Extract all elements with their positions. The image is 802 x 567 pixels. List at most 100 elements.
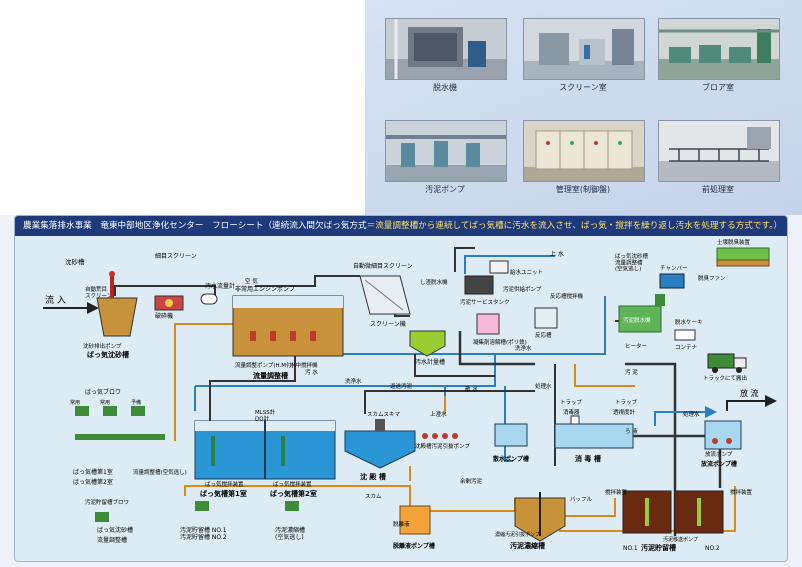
label-deodorizing-fan: 脱臭ファン	[698, 274, 726, 282]
photo-caption: 管理室(制御盤)	[555, 185, 611, 194]
sewage-meter-tank	[409, 330, 446, 357]
label-sludge-feed-pump: 汚泥供給ポンプ	[503, 285, 542, 293]
label-standby-2: 常用	[100, 399, 110, 406]
label-flocculant-tank: 凝集剤溶解槽(ポリ鉄)	[473, 338, 527, 346]
label-scum-skimmer: スカムスキマ	[367, 411, 401, 418]
sprinkler-pump-tank	[494, 423, 528, 447]
photo-caption: 汚泥ポンプ	[425, 185, 465, 194]
flow-sheet: 農業集落排水事業 竜東中部地区浄化センター フローシート（連続流入間欠ばっ気方式…	[14, 215, 788, 562]
label-turbidity-meter: 透視度計	[613, 408, 636, 416]
flow-sheet-title: 農業集落排水事業 竜東中部地区浄化センター フローシート（連続流入間欠ばっ気方式…	[15, 216, 787, 236]
label-discharge-pump-tank: 放流ポンプ槽	[700, 460, 737, 468]
label-heater: ヒーター	[625, 342, 647, 350]
photo-dewatering-machine	[385, 18, 507, 80]
disinfection-tank	[554, 415, 634, 449]
label-thickened-pump: 濃縮汚泥引抜ポンプ	[495, 531, 540, 538]
label-sludge-thickener-blower: 汚泥濃縮槽(空気逃し)	[275, 526, 305, 541]
label-feed-unit: 給水ユニット	[510, 268, 543, 276]
label-sludge-thickener: 汚泥濃縮槽	[510, 541, 545, 550]
equalization-tank	[232, 295, 344, 357]
label-supernatant: 上澄水	[430, 410, 447, 418]
photo-screen-room	[523, 18, 645, 80]
photo-caption: スクリーン室	[559, 83, 607, 92]
label-sludge-storage: 汚泥貯留槽	[641, 543, 676, 552]
discharge-pipe	[654, 395, 777, 426]
label-jor-tank: し渣脱水機	[420, 278, 448, 286]
dewatering-machine	[618, 294, 665, 333]
label-eq-pump: 流量調整ポンプ(H.M付)	[235, 361, 294, 369]
container	[674, 329, 696, 341]
label-sewage: 汚 水	[305, 368, 318, 376]
label-chamber: チャンバー	[660, 265, 687, 272]
label-auto-fine-screen: 自動微細目スクリーン	[353, 262, 413, 270]
photo-pretreatment-room	[658, 120, 780, 182]
label-blower-room2: ばっ気槽第2室	[73, 478, 113, 486]
label-sludge-storage-no1: NO.1	[623, 545, 638, 552]
aeration-blowers	[75, 406, 165, 440]
screen-machine	[359, 275, 411, 315]
aeration-grit-tank	[96, 271, 138, 337]
label-container: コンテナ	[675, 344, 698, 351]
label-sludge-blower: 汚泥貯留槽ブロワ	[85, 498, 129, 506]
label-settling-tank: 沈 殿 槽	[360, 472, 386, 481]
label-reaction-tank: 反応槽	[535, 331, 552, 339]
label-treated: 処理水	[535, 382, 552, 390]
label-deodorizing-liquid: 脱離液	[393, 520, 410, 528]
grinder-machine	[154, 295, 184, 311]
label-treated-water-meter: 処理水	[683, 410, 700, 418]
label-aeration-blower: ばっ気ブロワ	[85, 388, 121, 396]
reaction-tank	[534, 307, 558, 329]
raw-flow-meter	[200, 293, 218, 305]
label-sand-pump: 沈砂排出ポンプ	[83, 342, 122, 350]
soil-deodorizer	[716, 247, 770, 267]
photo-sludge-pump	[385, 120, 507, 182]
label-air: 空 気	[245, 277, 258, 285]
label-aeration-mixer2: ばっ気撹拌装置	[273, 480, 312, 488]
label-excess-sludge: 余剰汚泥	[460, 477, 483, 485]
label-sludge-storage-pump: 汚泥移送ポンプ	[663, 536, 698, 543]
label-eq-tank-bottom: 流量調整槽	[97, 536, 127, 544]
label-emergency-engine-pump: 非常用エンジンポンプ	[235, 285, 295, 293]
sludge-service-tank	[464, 275, 494, 295]
label-eq-tank: 流量調整槽	[253, 371, 288, 380]
label-sand-sink: 沈砂槽	[65, 257, 85, 266]
label-blower-eq: 流量調整槽(空気逃し)	[133, 468, 187, 476]
label-flow-meter-raw: 汚水流量計	[205, 282, 235, 290]
label-sterilizer-water: 散 水	[465, 385, 478, 393]
label-dewatering-machine: 汚泥脱水機	[623, 316, 651, 324]
label-aeration-tank2: ばっ気槽第2室	[270, 489, 317, 498]
label-scum: スカム	[365, 493, 382, 500]
label-inflow: 流 入	[45, 294, 66, 306]
label-filtrate: ろ 液	[625, 427, 638, 435]
photo-blower-room	[658, 18, 780, 80]
label-return-sludge: 返送汚泥	[390, 382, 413, 390]
feed-unit	[489, 260, 509, 274]
deodorizing-pump-tank	[399, 505, 431, 535]
label-eq-mixer: 水中撹拌機	[290, 361, 318, 369]
label-baffle: バッフル	[570, 496, 593, 503]
label-deodorizing-pump-tank: 脱離液ポンプ槽	[393, 542, 435, 550]
flow-diagram: 流 入 沈砂槽 自動荒目スクリーン 沈砂排出ポンプ ばっ気沈砂槽 細目スクリーン…	[43, 238, 777, 552]
label-disinfectant: 消毒器	[563, 408, 580, 416]
sewage-pipes	[114, 247, 635, 466]
label-aeration-mixer1: ばっ気撹拌装置	[205, 480, 244, 488]
chamber	[659, 273, 685, 289]
label-sludge-storage-no2: NO.2	[705, 545, 720, 552]
label-trap2: トラップ	[615, 399, 638, 406]
label-fine-screen: 細目スクリーン	[155, 252, 197, 260]
label-water-supply: 上 水	[550, 250, 564, 258]
label-blower-room1: ばっ気槽第1室	[73, 468, 113, 476]
label-mixer-device2: 撹拌装置	[730, 488, 753, 496]
label-sludge: 汚 泥	[625, 368, 638, 376]
label-aeration-sand-tank: ばっ気沈砂槽	[97, 526, 133, 534]
label-disinfection-tank: 消 毒 槽	[575, 454, 601, 463]
label-sludge-service-tank: 汚泥サービスタンク	[460, 298, 510, 306]
label-grit-machine: 破砕機	[155, 312, 173, 320]
label-wash-water: 洗浄水	[345, 377, 362, 385]
photo-caption: 前処理室	[702, 185, 734, 194]
label-sprinkler-pump: 散水ポンプ槽	[493, 455, 529, 463]
label-sewage-meter-tank: 汚水計量槽	[415, 358, 445, 366]
label-standby-1: 常用	[70, 399, 80, 406]
